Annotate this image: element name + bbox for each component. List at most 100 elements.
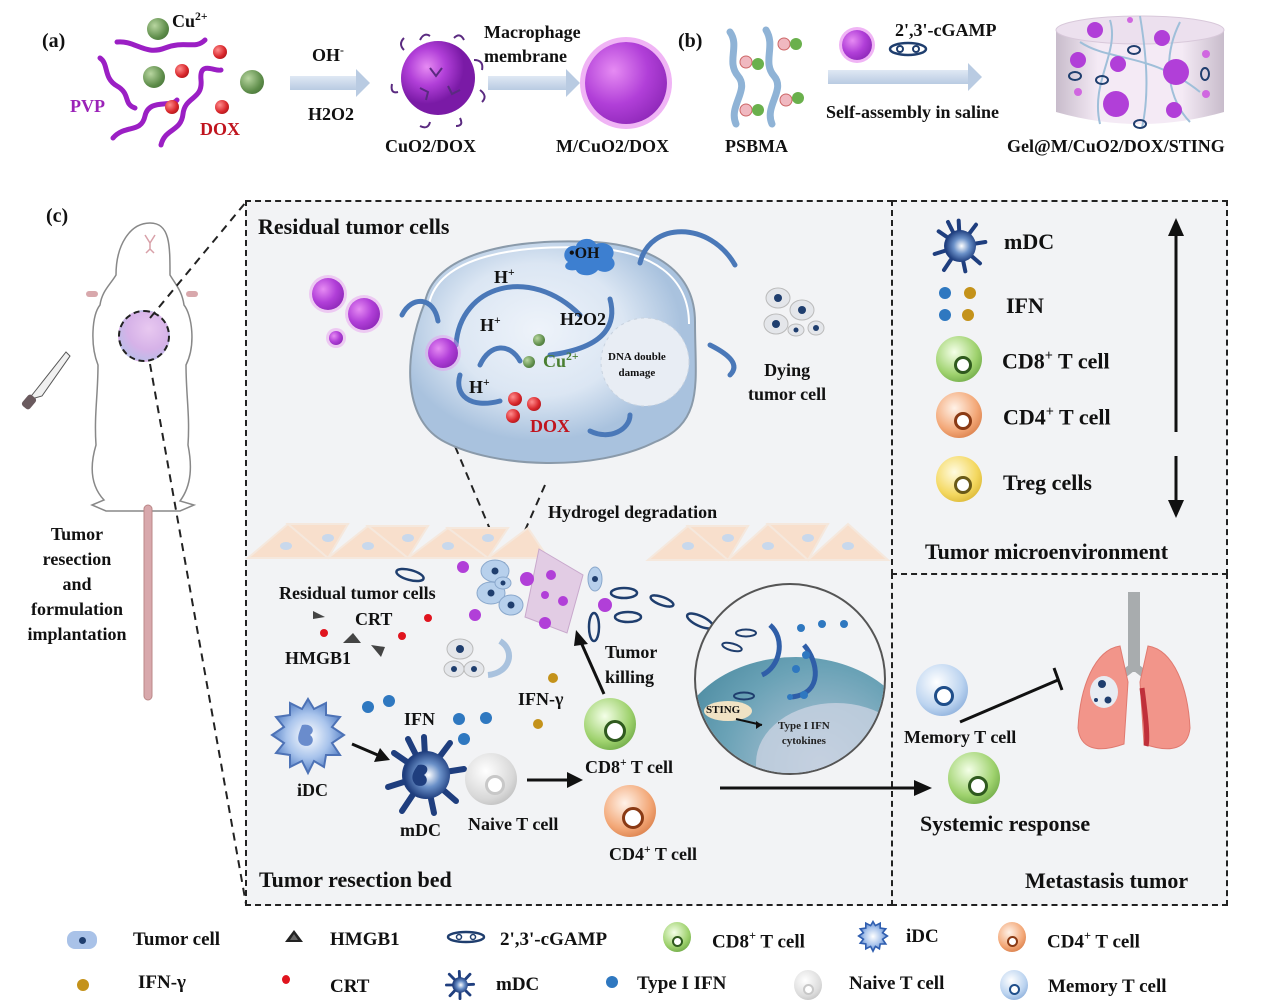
cell-nucleus (1009, 984, 1020, 995)
reaction-arrow (828, 63, 982, 91)
ifn-gold-dot (962, 309, 974, 321)
ifn-blue-dot (939, 287, 951, 299)
cell-nucleus (79, 937, 86, 944)
cgamp-icon (888, 41, 928, 57)
cell-nucleus (954, 356, 972, 374)
caption-line: formulation (31, 599, 123, 619)
ifn-gamma-dot (533, 719, 543, 729)
caption-line: Tumor (50, 524, 104, 544)
cu-ion-sphere (147, 18, 169, 40)
cd4-t-cell-icon (998, 922, 1026, 952)
dox-sphere (506, 409, 520, 423)
cell-nucleus (968, 776, 988, 796)
cu-label: Cu2+ (543, 350, 579, 371)
memory-t-cell-icon (916, 664, 968, 716)
cu-ion-sphere (143, 66, 165, 88)
red-dot-icon (282, 975, 290, 984)
mdc-icon (932, 218, 988, 274)
dying-residual-cells-icon (443, 638, 513, 678)
dying-tumor-cell-icon (763, 287, 825, 337)
hydrogel-cylinder-icon (1055, 15, 1225, 129)
idc-icon (857, 920, 889, 953)
nanoparticle-icon (428, 338, 458, 368)
naive-t-cell-label: Naive T cell (468, 814, 559, 834)
ifn-label: IFN (404, 709, 435, 729)
decrease-arrow (1168, 456, 1184, 518)
blue-dot-icon (606, 976, 618, 988)
tumor-cell-icon (67, 931, 97, 949)
psbma-label: PSBMA (725, 136, 788, 156)
crt-dot (424, 614, 432, 622)
crt-dot (398, 632, 406, 640)
cell-nucleus (604, 720, 626, 742)
ifn-dot (383, 695, 395, 707)
legend-label: iDC (906, 926, 939, 947)
cell-nucleus (934, 686, 954, 706)
cell-nucleus (485, 775, 505, 795)
tme-label-ifn: IFN (1006, 293, 1044, 318)
h-plus-label: H+ (494, 266, 515, 287)
memory-t-cell-icon (1000, 970, 1028, 1000)
ifn-gold-dot (964, 287, 976, 299)
mdc-label: mDC (400, 820, 441, 840)
legend-label: IFN-γ (138, 972, 186, 993)
inhibition-line (959, 667, 1064, 724)
oh-cloud-icon (564, 238, 615, 276)
caption-line: and (62, 574, 92, 594)
cell-nucleus (954, 476, 972, 494)
memory-t-cell-label: Memory T cell (904, 727, 1017, 747)
panel-c-label: (c) (46, 205, 69, 227)
cuo2-dox-particle-icon (390, 33, 486, 129)
oh-label: OH- (312, 44, 344, 65)
tme-label-treg: Treg cells (1003, 470, 1092, 495)
nanoparticle-icon (348, 298, 380, 330)
dox-sphere (213, 45, 227, 59)
naive-t-cell-icon (465, 753, 517, 805)
panel-b-label: (b) (678, 30, 703, 52)
cell-nucleus (803, 984, 814, 995)
dox-label: DOX (200, 119, 240, 139)
cd8-t-cell-icon (584, 698, 636, 750)
psbma-polymer-icon (726, 26, 804, 128)
idc-to-mdc-arrow (351, 742, 390, 762)
tissue-layer (245, 522, 891, 562)
oh-radical-label: •OH (569, 245, 600, 262)
sting-pathway-cell (694, 583, 886, 775)
cell-nucleus (622, 807, 644, 829)
macrophage-label: Macrophage (484, 22, 581, 42)
hydrogel-block-icon (457, 548, 612, 634)
cd8-t-cell-icon (936, 336, 982, 382)
panel-a-label: (a) (42, 30, 66, 52)
dox-sphere (508, 392, 522, 406)
dox-sphere (215, 100, 229, 114)
legend-label: CD4+ T cell (1047, 929, 1140, 953)
cd4-t-cell-label: CD4+ T cell (609, 843, 698, 864)
cell-nucleus (954, 412, 972, 430)
cu-label: Cu2+ (172, 10, 208, 31)
legend-label: CD8+ T cell (712, 929, 805, 953)
cgamp-label: 2',3'-cGAMP (895, 20, 997, 40)
naive-t-cell-icon (794, 970, 822, 1000)
cd8-t-cell-icon (948, 752, 1000, 804)
dox-label: DOX (530, 416, 570, 436)
legend-label: Naive T cell (849, 973, 945, 994)
cell-nucleus (672, 936, 683, 947)
reaction-arrow (488, 69, 580, 97)
crt-label: CRT (355, 609, 393, 629)
ifn-gamma-label: IFN-γ (518, 689, 564, 709)
self-assembly-label: Self-assembly in saline (826, 102, 1000, 122)
reaction-arrows (399, 229, 738, 438)
mdc-icon (445, 970, 475, 1000)
tme-label-mdc: mDC (1004, 229, 1055, 254)
tme-label-cd4: CD4+ T cell (1003, 404, 1111, 430)
residual-tumor-cells-label: Residual tumor cells (279, 583, 436, 603)
h-plus-label: H+ (469, 376, 490, 397)
cu-ion-sphere (240, 70, 264, 94)
ifn-gamma-dot (548, 673, 558, 683)
cu-ion-sphere (523, 356, 535, 368)
h-plus-label: H+ (480, 314, 501, 335)
triangle-icon (285, 930, 303, 942)
residual-tumor-cells-title: Residual tumor cells (258, 214, 450, 239)
cd4-t-cell-icon (604, 785, 656, 837)
